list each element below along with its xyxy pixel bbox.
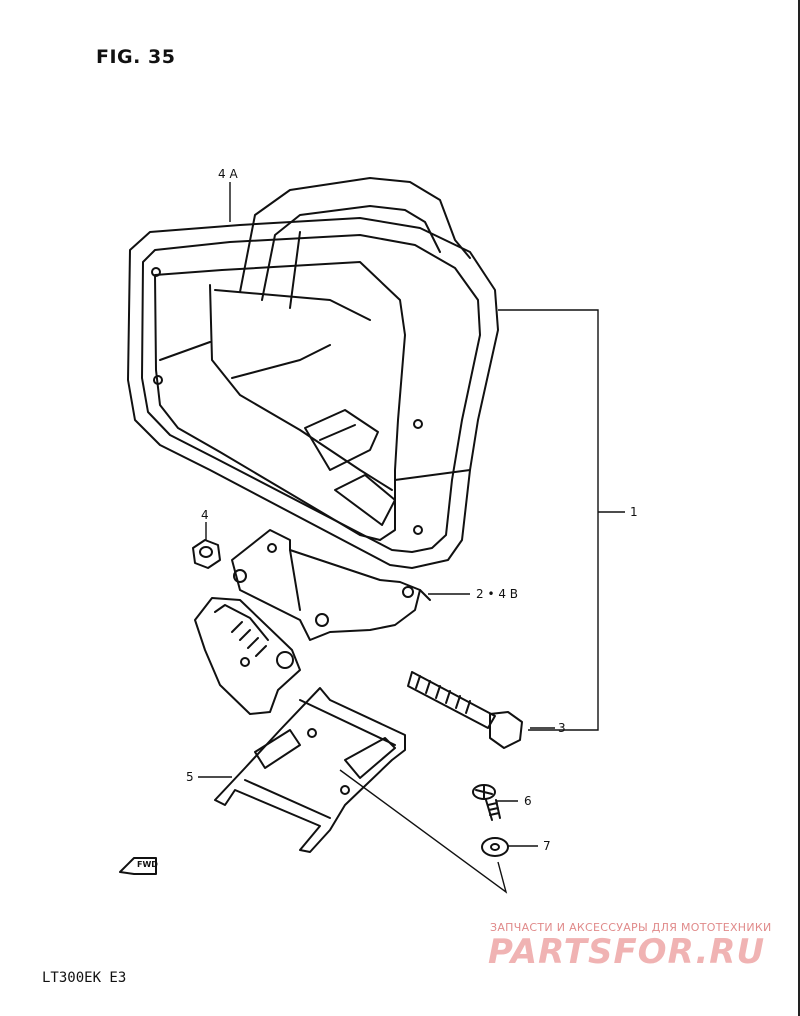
bracket-drawing — [231, 529, 431, 641]
forward-tag: FWD — [137, 860, 158, 869]
watermark-brand: PARTSFOR.RU — [488, 932, 766, 972]
callout-3: 3 — [558, 721, 566, 735]
callout-6: 6 — [524, 794, 532, 808]
screw-drawing — [472, 784, 501, 821]
scan-edge-line — [798, 0, 800, 1016]
headlight-housing-drawing — [127, 177, 499, 569]
stay-frame-drawing — [214, 687, 406, 853]
leader-1-3 — [498, 309, 599, 731]
forward-arrow-drawing — [119, 857, 157, 875]
callout-4a: 4 A — [218, 167, 238, 181]
callout-4: 4 — [201, 508, 209, 522]
leader-6-7-frame — [339, 769, 508, 894]
watermark-subtitle: ЗАПЧАСТИ И АКСЕССУАРЫ ДЛЯ МОТОТЕХНИКИ — [490, 921, 772, 934]
bolt-drawing — [407, 671, 523, 749]
model-code: LT300EK E3 — [42, 970, 127, 986]
washer-drawing — [481, 837, 509, 857]
nut-drawing — [192, 539, 221, 569]
spring-lock-drawing — [194, 597, 301, 715]
figure-title: FIG. 35 — [96, 46, 176, 68]
callout-7: 7 — [543, 839, 551, 853]
callout-1: 1 — [630, 505, 638, 519]
callout-5: 5 — [186, 770, 194, 784]
callout-2-4b: 2 • 4 B — [476, 587, 519, 601]
